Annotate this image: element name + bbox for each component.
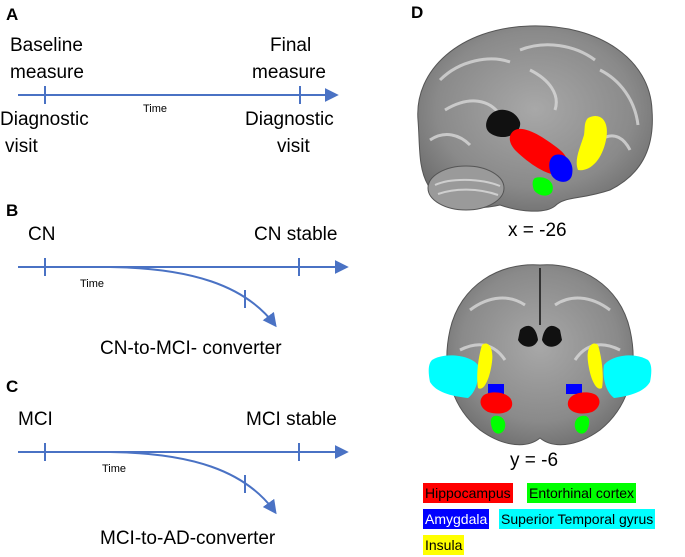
coronal-amygdala-right-region <box>566 384 582 394</box>
panel-c: C MCI MCI stable Time MCI-to-AD-converte… <box>6 377 349 549</box>
panel-c-mci-label: MCI <box>18 409 53 430</box>
sagittal-amygdala-region <box>549 154 573 182</box>
coronal-insula-left-region <box>477 343 493 389</box>
panel-c-converter-label: MCI-to-AD-converter <box>100 528 276 549</box>
panel-b-cn-stable-label: CN stable <box>254 224 337 245</box>
panel-a-diag-left-line1: Diagnostic <box>0 109 89 130</box>
panel-a: A Baseline measure Final measure Time Di… <box>0 5 339 157</box>
coronal-hippocampus-left-region <box>480 392 513 414</box>
panel-a-baseline-line2: measure <box>10 62 84 83</box>
coronal-hippocampus-right-region <box>567 392 600 414</box>
coronal-insula-right-region <box>587 343 603 389</box>
panel-b-letter: B <box>6 201 18 220</box>
sagittal-insula-region <box>576 116 607 171</box>
panel-a-letter: A <box>6 5 18 24</box>
coronal-stg-left-region <box>428 355 479 398</box>
panel-a-final-line2: measure <box>252 62 326 83</box>
panel-c-time-label: Time <box>102 463 126 475</box>
legend-label-entorhinal: Entorhinal cortex <box>529 485 635 501</box>
panel-a-time-label: Time <box>143 103 167 115</box>
panel-b: B CN CN stable Time CN-to-MCI- converter <box>6 201 349 359</box>
panel-c-mci-stable-label: MCI stable <box>246 409 337 430</box>
panel-b-time-label: Time <box>80 278 104 290</box>
legend-item-insula: Insula <box>423 535 465 555</box>
legend-item-amygdala: Amygdala <box>423 509 490 529</box>
sagittal-entorhinal-region <box>532 177 553 196</box>
coronal-stg-right-region <box>603 355 652 398</box>
panel-c-letter: C <box>6 377 18 396</box>
sagittal-brain-slice <box>417 25 653 212</box>
panel-a-final-line1: Final <box>270 35 311 56</box>
coronal-coordinate-label: y = -6 <box>510 450 558 471</box>
coronal-entorhinal-left-region <box>490 415 506 434</box>
panel-c-converter-curve <box>109 451 277 515</box>
legend-label-hippocampus: Hippocampus <box>425 485 511 501</box>
coronal-amygdala-left-region <box>488 384 504 394</box>
panel-b-converter-curve <box>109 266 277 328</box>
legend-item-stg: Superior Temporal gyrus <box>499 509 656 529</box>
panel-b-converter-label: CN-to-MCI- converter <box>100 338 282 359</box>
panel-a-diag-right-line2: visit <box>277 136 310 157</box>
panel-a-diag-right-line1: Diagnostic <box>245 109 334 130</box>
legend-label-insula: Insula <box>425 537 463 553</box>
panel-a-diag-left-line2: visit <box>5 136 38 157</box>
legend-label-amygdala: Amygdala <box>425 511 488 527</box>
legend-label-stg: Superior Temporal gyrus <box>501 511 654 527</box>
legend-item-hippocampus: Hippocampus <box>423 483 513 503</box>
panel-d: D x = -26 <box>411 3 653 471</box>
panel-b-cn-label: CN <box>28 224 55 245</box>
sagittal-coordinate-label: x = -26 <box>508 220 567 241</box>
legend-item-entorhinal: Entorhinal cortex <box>527 483 637 503</box>
coronal-entorhinal-right-region <box>574 415 590 434</box>
panel-a-baseline-line1: Baseline <box>10 35 83 56</box>
panel-d-letter: D <box>411 3 423 22</box>
coronal-brain-slice <box>428 264 652 446</box>
